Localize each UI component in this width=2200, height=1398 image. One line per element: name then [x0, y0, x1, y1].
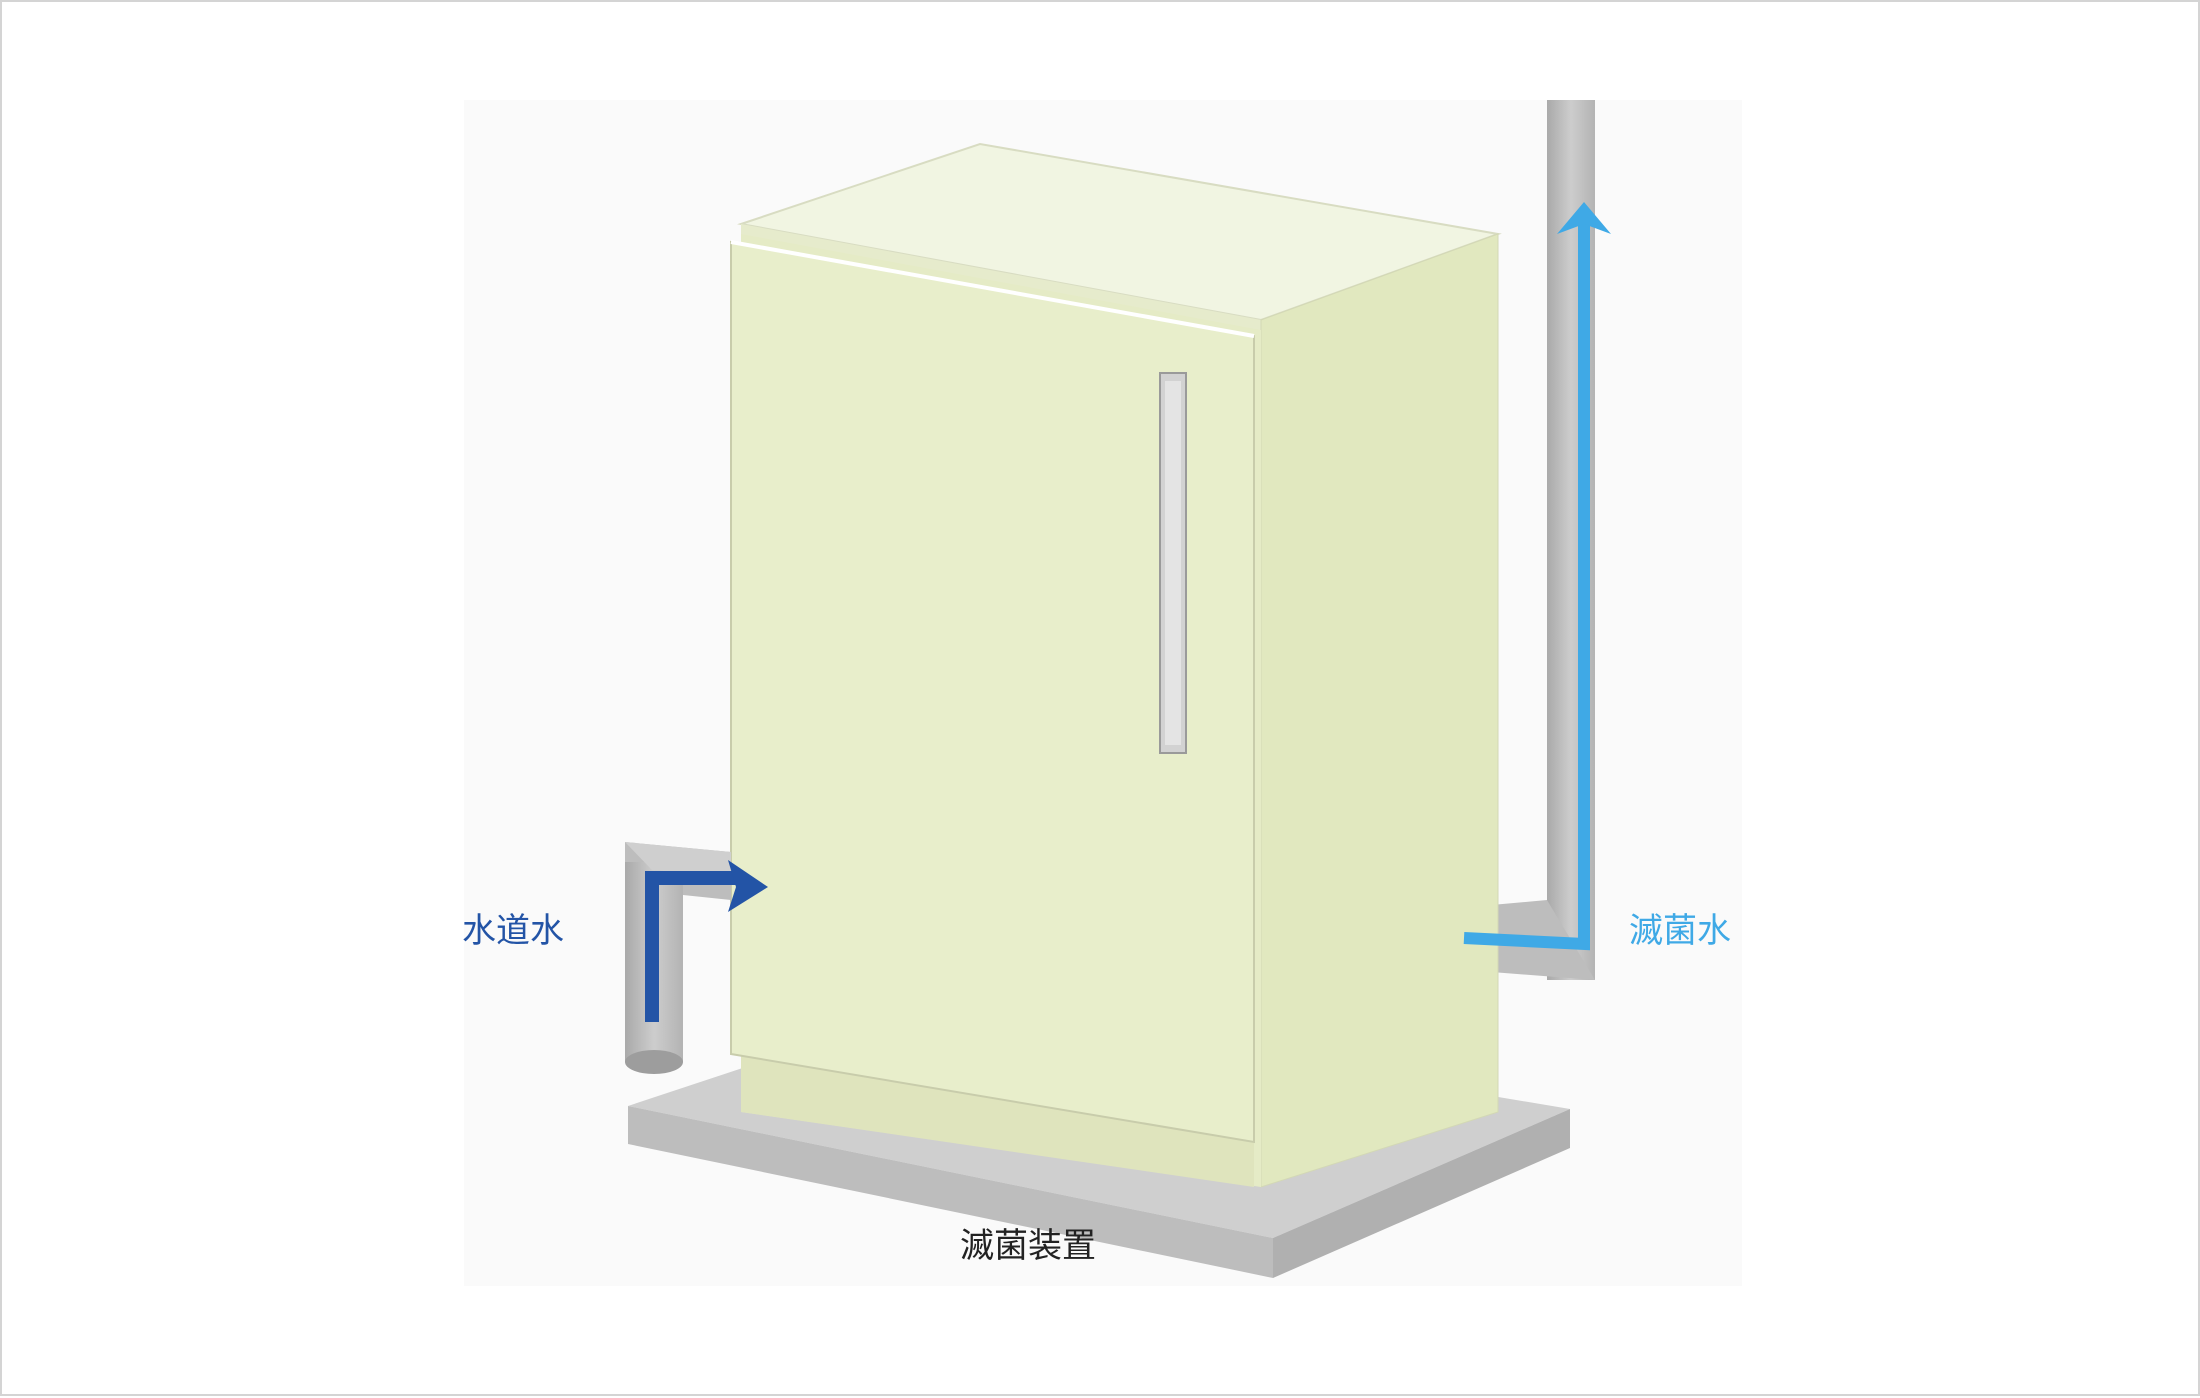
- cabinet-side: [1260, 233, 1499, 1188]
- sterilized-water-label: 滅菌水: [1629, 911, 1731, 951]
- inlet-flow-arrow: [645, 871, 736, 1022]
- sterilizer-device-label: 滅菌装置: [960, 1226, 1096, 1266]
- tap-water-label: 水道水: [462, 911, 564, 951]
- arrow-up-icon: [1557, 202, 1611, 234]
- outlet-flow-arrow: [1463, 224, 1590, 951]
- arrow-right-icon: [728, 860, 768, 912]
- cabinet: [730, 142, 1502, 1188]
